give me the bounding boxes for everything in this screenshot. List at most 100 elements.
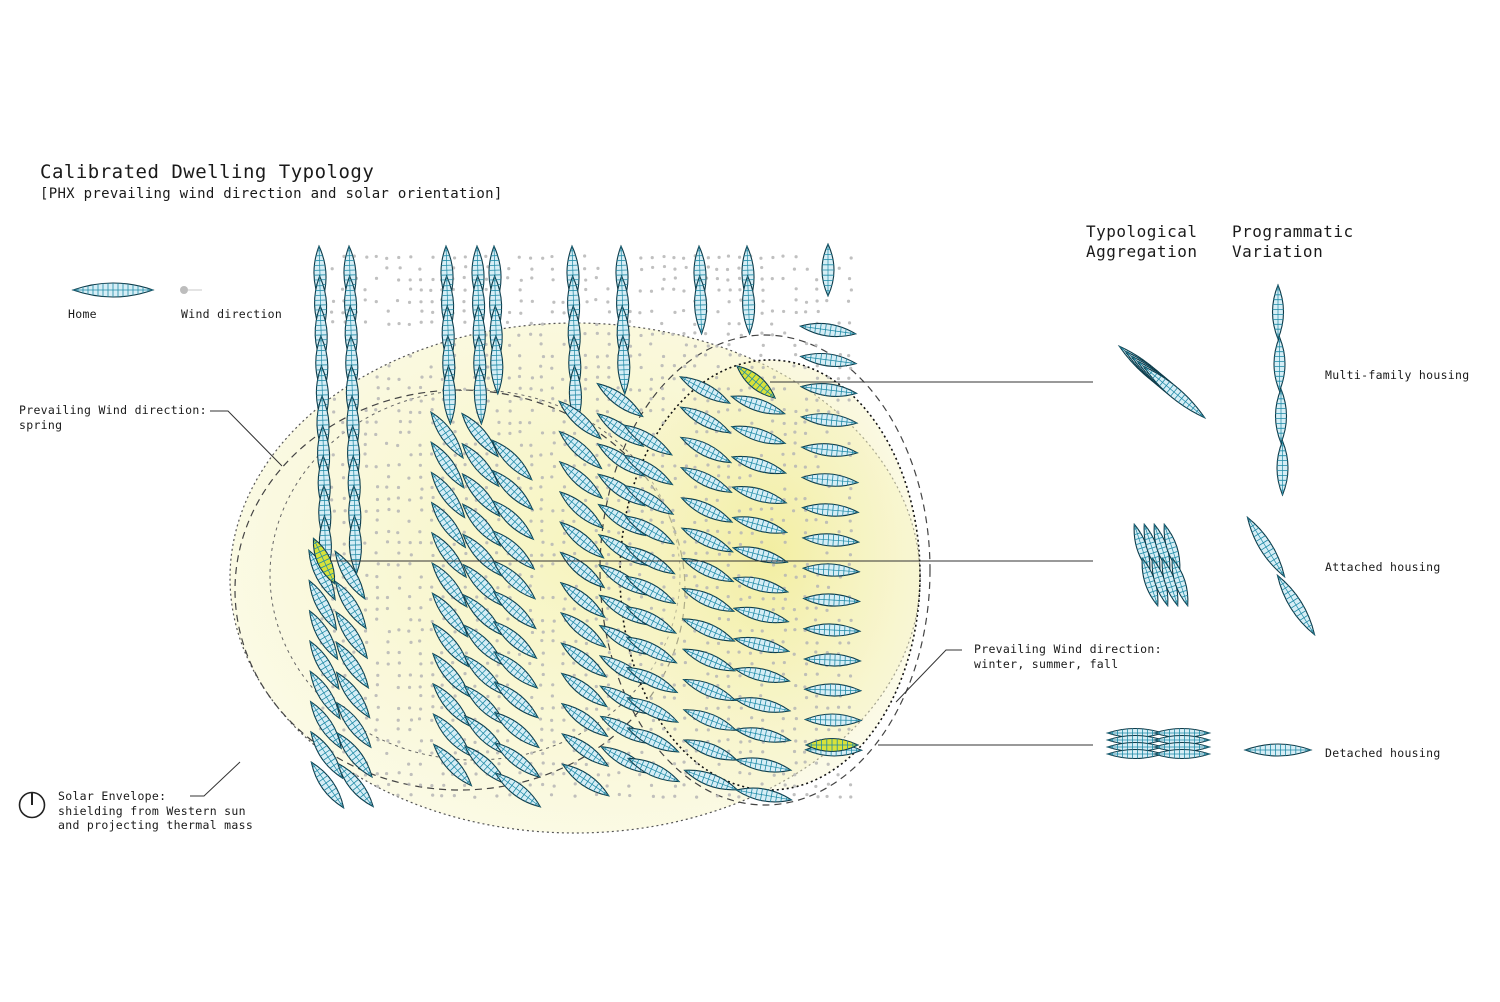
- wind-dot: [440, 794, 443, 797]
- wind-dot: [806, 607, 809, 610]
- wind-dot: [761, 719, 764, 722]
- wind-dot: [607, 773, 610, 776]
- wind-dot: [562, 311, 565, 314]
- wind-dot: [377, 706, 380, 709]
- wind-dot: [574, 782, 577, 785]
- wind-dot: [727, 476, 730, 479]
- wind-dot: [397, 628, 400, 631]
- wind-dot: [605, 618, 608, 621]
- wind-dot: [760, 266, 763, 269]
- wind-dot: [540, 639, 543, 642]
- wind-dot: [727, 343, 730, 346]
- wind-dot: [639, 256, 642, 259]
- wind-dot: [495, 464, 498, 467]
- wind-dot: [671, 509, 674, 512]
- wind-dot: [608, 651, 611, 654]
- wind-dot: [628, 542, 631, 545]
- wind-dot: [419, 453, 422, 456]
- wind-dot: [430, 739, 433, 742]
- wind-dot: [638, 353, 641, 356]
- wind-dot: [375, 277, 378, 280]
- wind-dot: [794, 298, 797, 301]
- wind-dot: [387, 651, 390, 654]
- wind-dot: [739, 740, 742, 743]
- wind-dot: [781, 277, 784, 280]
- wind-dot: [364, 697, 367, 700]
- wind-dot: [573, 552, 576, 555]
- wind-dot: [662, 278, 665, 281]
- wind-dot: [387, 497, 390, 500]
- legend-home-icon: [73, 283, 153, 297]
- wind-dot: [551, 772, 554, 775]
- wind-dot: [827, 376, 830, 379]
- wind-dot: [564, 399, 567, 402]
- wind-dot: [750, 716, 753, 719]
- wind-dot: [738, 674, 741, 677]
- wind-dot: [518, 375, 521, 378]
- wind-dot: [781, 729, 784, 732]
- wind-dot: [430, 519, 433, 522]
- wind-dot: [552, 740, 555, 743]
- wind-dot: [562, 652, 565, 655]
- wind-dot: [463, 531, 466, 534]
- legend-wind-label: Wind direction: [181, 307, 282, 322]
- wind-dot: [497, 707, 500, 710]
- wind-dot: [386, 607, 389, 610]
- wind-dot: [641, 510, 644, 513]
- wind-dot: [784, 574, 787, 577]
- wind-dot: [781, 255, 784, 258]
- wind-dot: [803, 575, 806, 578]
- wind-dot: [727, 650, 730, 653]
- wind-dot: [583, 463, 586, 466]
- wind-dot: [508, 432, 511, 435]
- wind-dot: [804, 465, 807, 468]
- wind-dot: [649, 728, 652, 731]
- wind-dot: [518, 430, 521, 433]
- wind-dot: [693, 323, 696, 326]
- wind-dot: [740, 707, 743, 710]
- wind-dot: [682, 552, 685, 555]
- wind-dot: [486, 695, 489, 698]
- wind-dot: [474, 443, 477, 446]
- variation-multi-unit: [1276, 389, 1287, 443]
- wind-dot: [795, 576, 798, 579]
- wind-dot: [682, 289, 685, 292]
- wind-dot: [410, 553, 413, 556]
- wind-dot: [418, 411, 421, 414]
- wind-dot: [693, 575, 696, 578]
- wind-dot: [662, 585, 665, 588]
- wind-dot: [794, 441, 797, 444]
- wind-dot: [596, 355, 599, 358]
- wind-dot: [399, 431, 402, 434]
- wind-dot: [430, 408, 433, 411]
- wind-dot: [518, 771, 521, 774]
- wind-dot: [506, 617, 509, 620]
- wind-dot: [838, 728, 841, 731]
- wind-dot: [463, 321, 466, 324]
- wind-dot: [740, 389, 743, 392]
- wind-dot: [385, 772, 388, 775]
- wind-dot: [685, 343, 688, 346]
- variation-attached-icon: [1242, 514, 1319, 638]
- wind-dot: [407, 763, 410, 766]
- wind-dot: [487, 399, 490, 402]
- wind-dot: [849, 674, 852, 677]
- wind-dot: [606, 287, 609, 290]
- wind-dot: [759, 257, 762, 260]
- wind-dot: [805, 662, 808, 665]
- wind-dot: [551, 639, 554, 642]
- wind-dot: [762, 344, 765, 347]
- wind-dot: [771, 277, 774, 280]
- wind-dot: [584, 354, 587, 357]
- wind-dot: [529, 487, 532, 490]
- wind-dot: [541, 431, 544, 434]
- wind-dot: [530, 575, 533, 578]
- wind-dot: [377, 386, 380, 389]
- wind-dot: [749, 474, 752, 477]
- wind-dot: [454, 454, 457, 457]
- wind-dot: [519, 421, 522, 424]
- wind-dot: [374, 433, 377, 436]
- wind-dot: [795, 255, 798, 258]
- wind-dot: [409, 453, 412, 456]
- wind-dot: [837, 530, 840, 533]
